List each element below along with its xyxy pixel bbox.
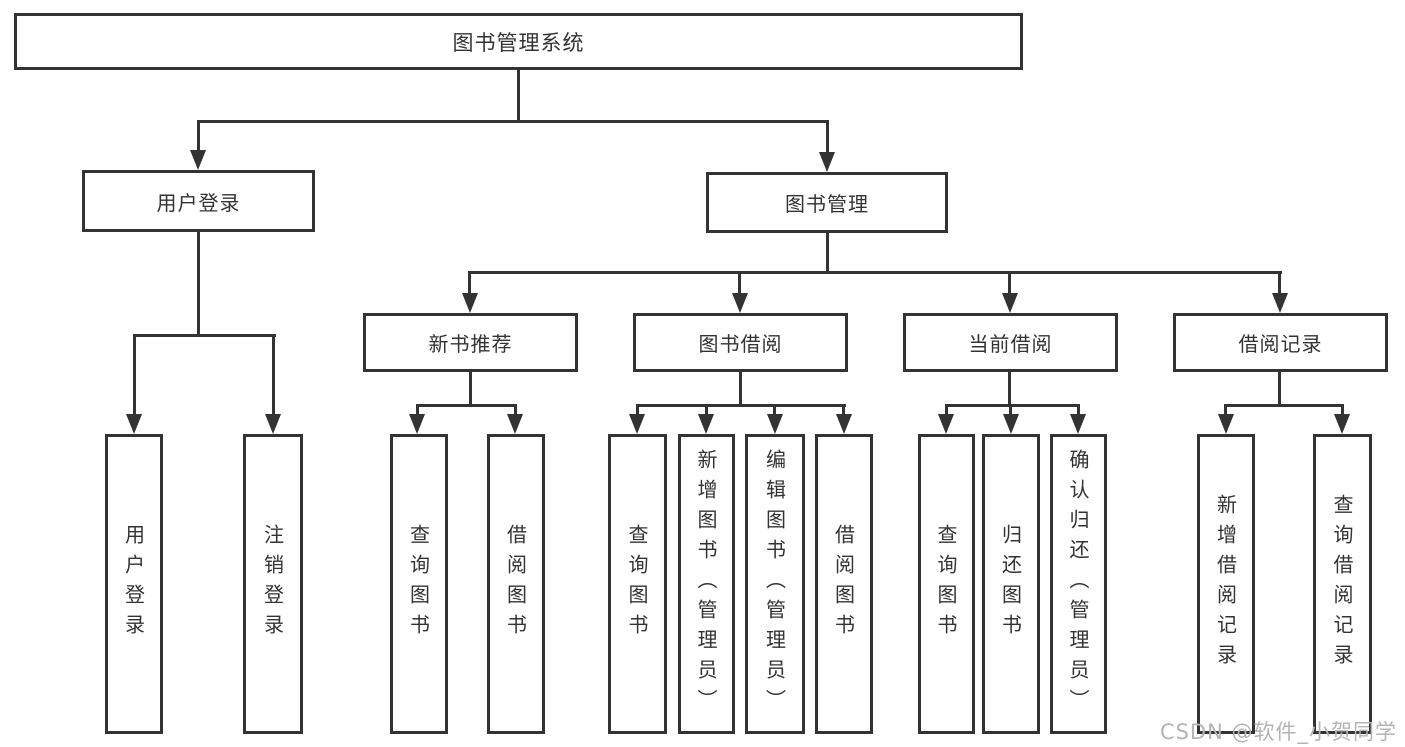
arrow-down-icon	[1002, 293, 1018, 313]
leaf-borrow-books-recommend-label: 借阅图书	[503, 524, 528, 644]
leaf-edit-books-admin-label: 编辑图书（管理员）	[762, 449, 787, 719]
arrow-down-icon	[698, 414, 714, 434]
leaf-borrow-books-borrowing: 借阅图书	[815, 434, 873, 734]
arrow-down-icon	[938, 414, 954, 434]
watermark-text: CSDN @软件_小贺同学	[1159, 720, 1397, 744]
connector-recommend-drop-1	[416, 404, 419, 418]
leaf-confirm-return-admin-label: 确认归还（管理员）	[1066, 449, 1090, 719]
connector-root-drop-right	[826, 120, 829, 152]
node-library-system: 图书管理系统	[14, 13, 1023, 70]
arrow-down-icon	[1334, 414, 1350, 434]
connector-current-drop-1	[945, 404, 948, 418]
connector-records-vertical	[1278, 372, 1281, 407]
leaf-query-borrow-record: 查询借阅记录	[1313, 434, 1372, 734]
arrow-down-icon	[819, 152, 835, 172]
leaf-user-login-label: 用户登录	[121, 524, 146, 644]
arrow-down-icon	[265, 414, 281, 434]
node-library-system-label: 图书管理系统	[452, 30, 585, 55]
leaf-borrow-books-recommend: 借阅图书	[487, 434, 545, 734]
arrow-down-icon	[462, 293, 478, 313]
leaf-query-books-current: 查询图书	[918, 434, 975, 734]
arrow-down-icon	[767, 414, 783, 434]
arrow-down-icon	[629, 414, 645, 434]
connector-records-drop-1	[1224, 404, 1227, 418]
leaf-confirm-return-admin: 确认归还（管理员）	[1050, 434, 1107, 734]
connector-userlogin-vertical	[197, 232, 200, 337]
connector-current-horizontal	[945, 404, 1080, 407]
arrow-down-icon	[1003, 414, 1019, 434]
connector-bookmgmt-horizontal	[468, 271, 1282, 274]
arrow-down-icon	[732, 293, 748, 313]
arrow-down-icon	[126, 414, 142, 434]
arrow-down-icon	[1070, 414, 1086, 434]
node-book-management-label: 图书管理	[785, 192, 869, 216]
connector-records-horizontal	[1225, 404, 1344, 407]
node-book-management: 图书管理	[706, 172, 948, 233]
connector-root-horizontal	[197, 120, 829, 123]
arrow-down-icon	[409, 414, 425, 434]
node-book-borrowing: 图书借阅	[633, 313, 848, 372]
connector-bookmgmt-vertical	[826, 233, 829, 274]
connector-borrowing-drop-2	[705, 404, 708, 418]
node-user-login: 用户登录	[82, 170, 315, 232]
node-borrowing-records: 借阅记录	[1173, 313, 1388, 372]
node-book-borrowing-label: 图书借阅	[698, 332, 783, 356]
arrow-down-icon	[190, 150, 206, 170]
leaf-query-books-recommend: 查询图书	[390, 434, 448, 734]
connector-borrowing-drop-3	[773, 404, 776, 418]
connector-userlogin-drop-right	[272, 334, 275, 416]
connector-bookmgmt-drop-4	[1278, 271, 1281, 295]
connector-borrowing-drop-4	[842, 404, 845, 418]
leaf-query-books-current-label: 查询图书	[934, 524, 958, 644]
leaf-borrow-books-borrowing-label: 借阅图书	[831, 524, 856, 644]
leaf-user-login: 用户登录	[105, 434, 163, 734]
connector-current-drop-3	[1077, 404, 1080, 418]
node-current-borrowing-label: 当前借阅	[968, 332, 1053, 356]
leaf-logout-label: 注销登录	[260, 524, 285, 644]
leaf-add-books-admin-label: 新增图书（管理员）	[694, 449, 718, 719]
arrow-down-icon	[1272, 293, 1288, 313]
connector-borrowing-drop-1	[636, 404, 639, 418]
connector-recommend-drop-2	[514, 404, 517, 418]
leaf-logout: 注销登录	[243, 434, 303, 734]
connector-root-drop-left	[197, 120, 200, 152]
node-current-borrowing: 当前借阅	[903, 313, 1118, 372]
arrow-down-icon	[507, 414, 523, 434]
node-user-login-label: 用户登录	[156, 190, 241, 215]
connector-root-vertical	[517, 70, 520, 122]
leaf-query-books-borrowing-label: 查询图书	[625, 524, 649, 644]
node-new-book-recommend-label: 新书推荐	[428, 332, 513, 356]
connector-userlogin-drop-left	[133, 334, 136, 416]
connector-bookmgmt-drop-1	[468, 271, 471, 295]
leaf-query-books-borrowing: 查询图书	[608, 434, 667, 734]
leaf-add-books-admin: 新增图书（管理员）	[678, 434, 735, 734]
leaf-query-borrow-record-label: 查询借阅记录	[1330, 494, 1354, 674]
connector-bookmgmt-drop-2	[738, 271, 741, 295]
leaf-return-books-label: 归还图书	[998, 524, 1023, 644]
leaf-add-borrow-record-label: 新增借阅记录	[1213, 494, 1238, 674]
arrow-down-icon	[836, 414, 852, 434]
leaf-query-books-recommend-label: 查询图书	[406, 524, 431, 644]
leaf-edit-books-admin: 编辑图书（管理员）	[745, 434, 805, 734]
node-borrowing-records-label: 借阅记录	[1238, 332, 1323, 356]
node-new-book-recommend: 新书推荐	[363, 313, 578, 372]
arrow-down-icon	[1218, 414, 1234, 434]
connector-userlogin-horizontal	[133, 334, 276, 337]
connector-bookmgmt-drop-3	[1008, 271, 1011, 295]
connector-records-drop-2	[1341, 404, 1344, 418]
connector-borrowing-vertical	[739, 372, 742, 407]
connector-recommend-vertical	[469, 372, 472, 407]
leaf-add-borrow-record: 新增借阅记录	[1197, 434, 1255, 734]
connector-current-vertical	[1008, 372, 1011, 407]
leaf-return-books: 归还图书	[982, 434, 1040, 734]
connector-current-drop-2	[1009, 404, 1012, 418]
connector-borrowing-horizontal	[636, 404, 846, 407]
connector-recommend-horizontal	[416, 404, 517, 407]
